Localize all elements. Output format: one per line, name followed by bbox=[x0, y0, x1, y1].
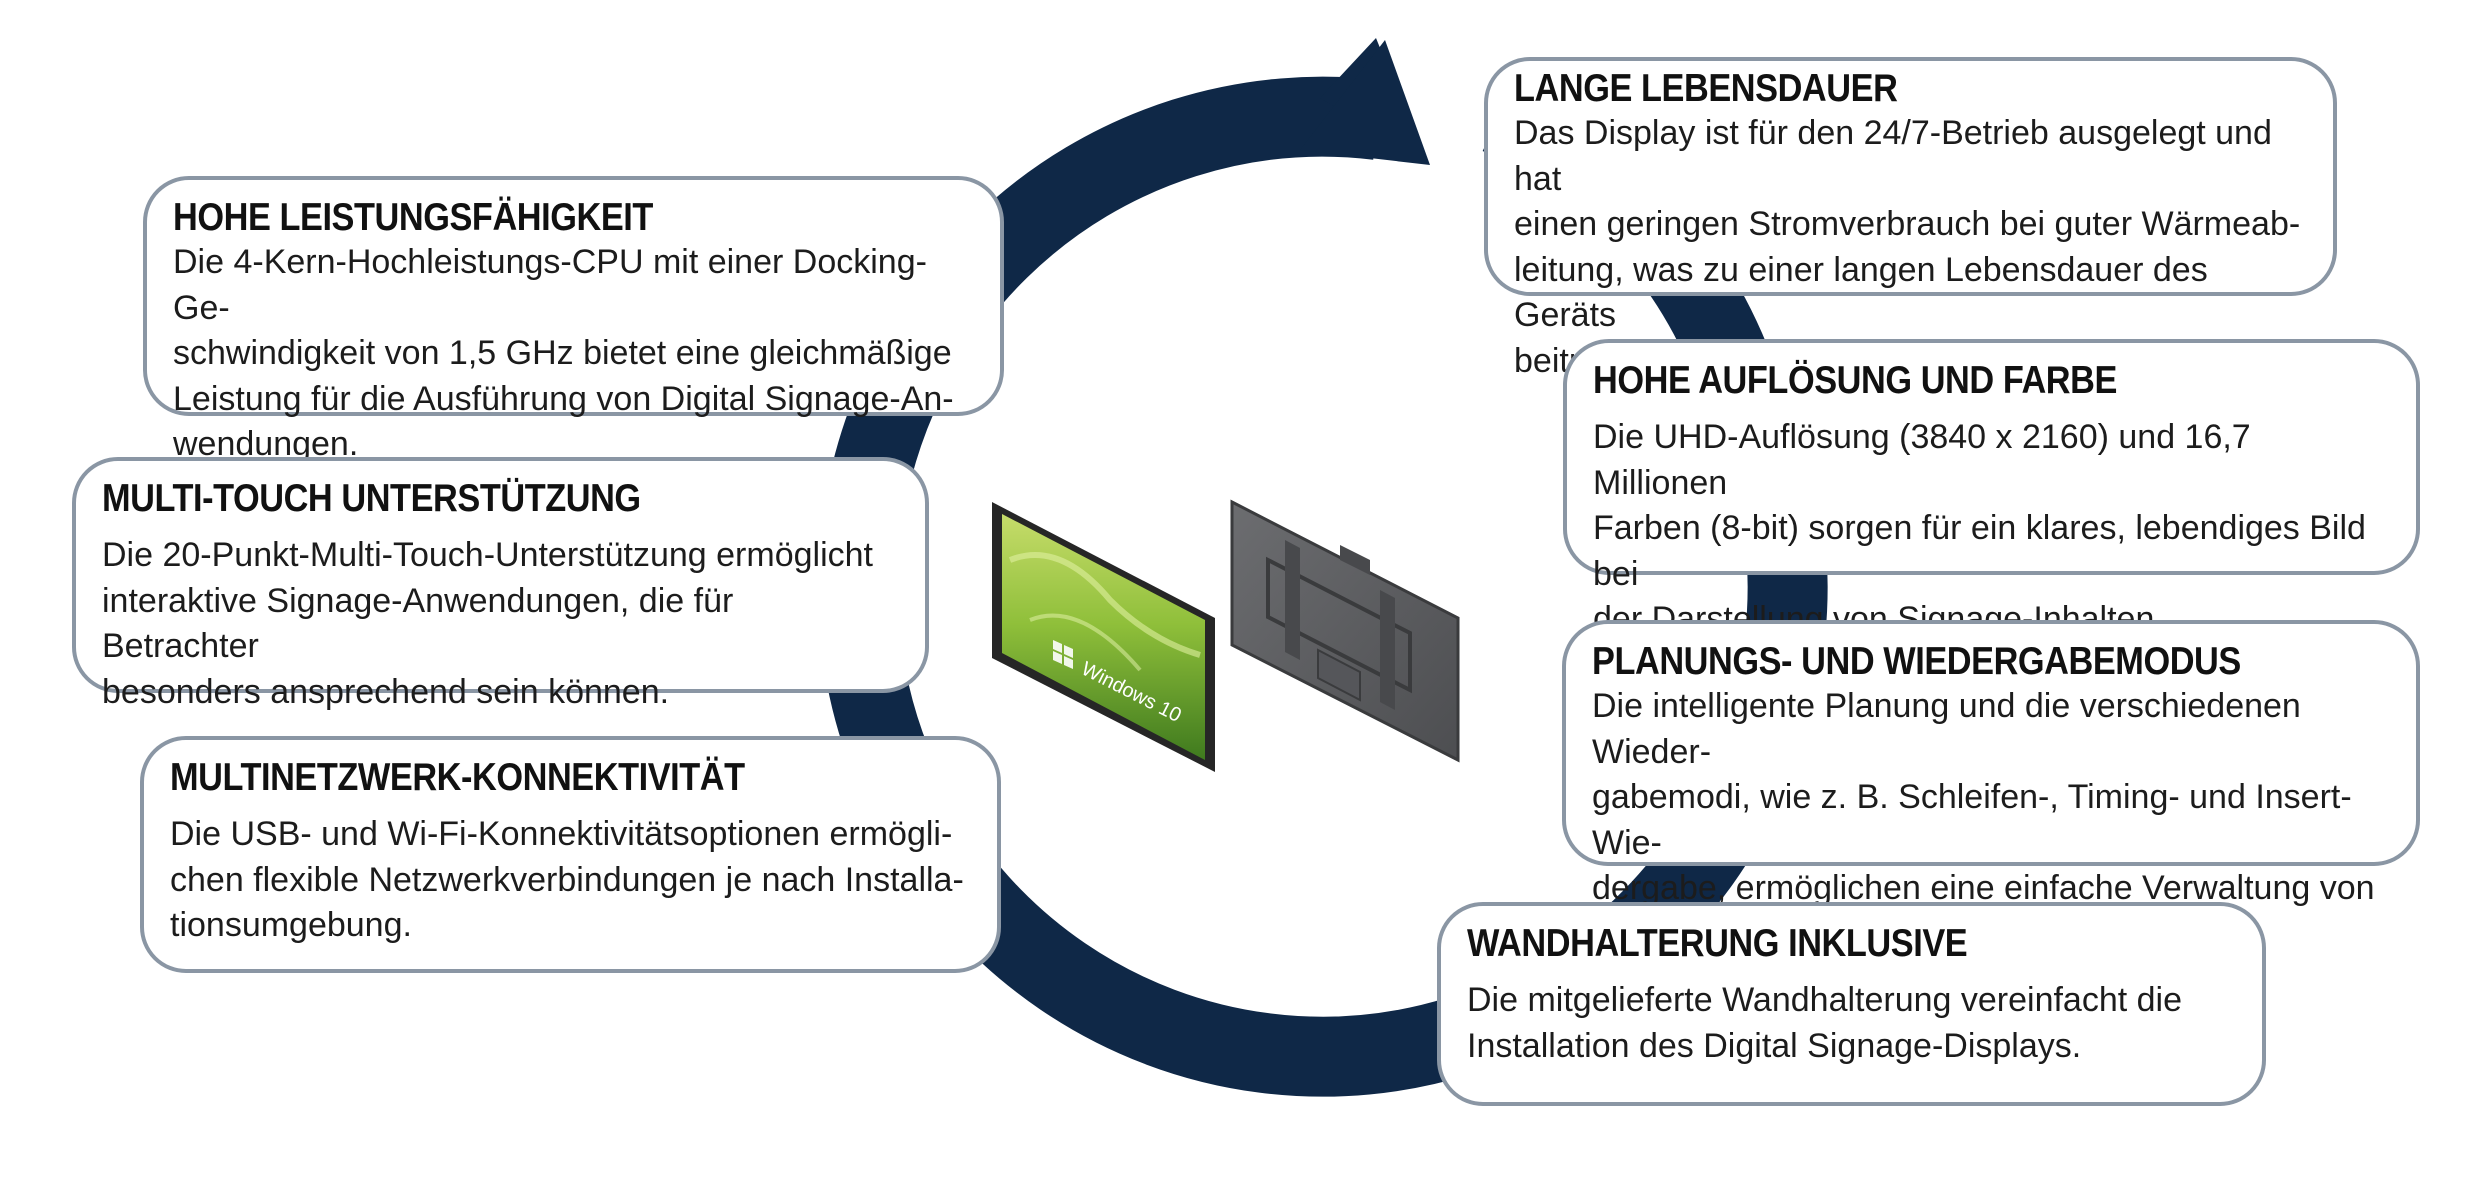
card-title: MULTI-TOUCH UNTERSTÜTZUNG bbox=[102, 477, 641, 520]
card-text: Das Display ist für den 24/7-Betrieb aus… bbox=[1514, 114, 2301, 380]
display-front-icon: Windows 10 bbox=[992, 502, 1215, 772]
card-title: LANGE LEBENSDAUER bbox=[1514, 67, 1898, 110]
card-multi-touch: MULTI-TOUCH UNTERSTÜTZUNG Die 20-Punkt-M… bbox=[72, 457, 929, 711]
card-hohe-aufloesung-und-farbe: HOHE AUFLÖSUNG UND FARBE Die UHD-Auflösu… bbox=[1563, 339, 2420, 638]
card-text: Die 4-Kern-Hochleistungs-CPU mit einer D… bbox=[173, 243, 954, 463]
card-text: Die mitgelieferte Wandhalterung vereinfa… bbox=[1467, 981, 2183, 1065]
card-title: HOHE AUFLÖSUNG UND FARBE bbox=[1593, 359, 2117, 402]
card-text: Die UHD-Auflösung (3840 x 2160) und 16,7… bbox=[1593, 418, 2366, 638]
card-title: PLANUNGS- UND WIEDERGABEMODUS bbox=[1592, 640, 2241, 683]
card-title: MULTINETZWERK-KONNEKTIVITÄT bbox=[170, 756, 745, 799]
card-multinetzwerk-konnektivitaet: MULTINETZWERK-KONNEKTIVITÄT Die USB- und… bbox=[140, 736, 1001, 973]
card-lange-lebensdauer: LANGE LEBENSDAUER Das Display ist für de… bbox=[1484, 57, 2337, 380]
card-wandhalterung-inklusive: WANDHALTERUNG INKLUSIVE Die mitgeliefert… bbox=[1437, 902, 2266, 1106]
card-text: Die 20-Punkt-Multi-Touch-Unterstützung e… bbox=[102, 536, 873, 711]
card-hohe-leistungsfaehigkeit: HOHE LEISTUNGSFÄHIGKEIT Die 4-Kern-Hochl… bbox=[143, 176, 1004, 463]
card-text: Die USB- und Wi-Fi-Konnektivitätsoptione… bbox=[170, 815, 964, 944]
card-planungs-und-wiedergabemodus: PLANUNGS- UND WIEDERGABEMODUS Die intell… bbox=[1562, 620, 2420, 953]
card-title: WANDHALTERUNG INKLUSIVE bbox=[1467, 922, 1968, 965]
windows-logo-icon bbox=[1053, 640, 1073, 669]
display-back-icon bbox=[1230, 499, 1460, 763]
card-title: HOHE LEISTUNGSFÄHIGKEIT bbox=[173, 196, 653, 239]
